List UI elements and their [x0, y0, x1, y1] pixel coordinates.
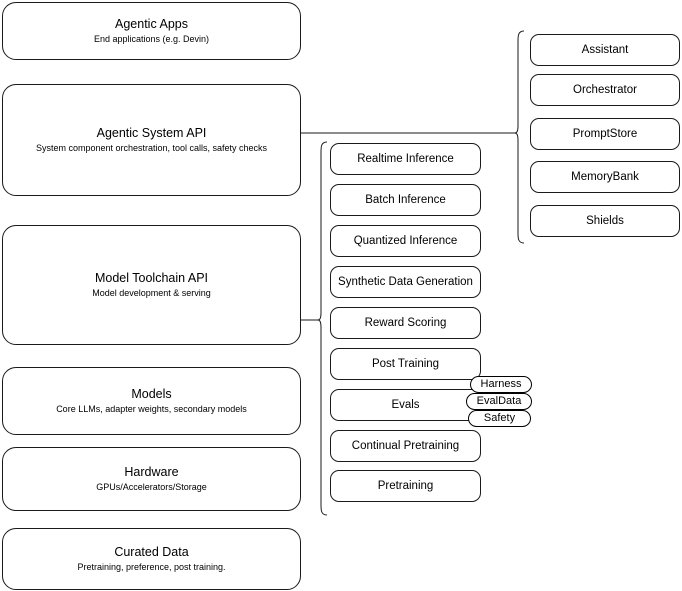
capability-label: Realtime Inference: [357, 153, 454, 165]
component-label: Shields: [586, 215, 624, 227]
layer-model-toolchain-api[interactable]: Model Toolchain API Model development & …: [2, 225, 301, 345]
layer-subtitle: System component orchestration, tool cal…: [35, 143, 268, 153]
capability-label: Evals: [391, 399, 420, 411]
capability-label: Continual Pretraining: [351, 440, 460, 452]
layer-title: Agentic System API: [96, 126, 207, 140]
capability-reward-scoring[interactable]: Reward Scoring: [330, 307, 481, 339]
layer-title: Curated Data: [114, 545, 189, 559]
component-label: MemoryBank: [571, 171, 639, 183]
layer-subtitle: End applications (e.g. Devin): [93, 34, 210, 44]
layer-title: Model Toolchain API: [94, 271, 209, 285]
layer-curated-data[interactable]: Curated Data Pretraining, preference, po…: [2, 528, 301, 590]
capability-label: Reward Scoring: [364, 317, 447, 329]
eval-badge-label: Harness: [480, 378, 522, 390]
eval-badge-label: EvalData: [476, 395, 522, 407]
capability-label: Pretraining: [377, 480, 434, 492]
layer-agentic-apps[interactable]: Agentic Apps End applications (e.g. Devi…: [2, 2, 301, 60]
layer-subtitle: Pretraining, preference, post training.: [77, 562, 226, 572]
capability-label: Synthetic Data Generation: [338, 276, 473, 288]
capability-label: Post Training: [371, 358, 440, 370]
eval-badge-harness[interactable]: Harness: [470, 376, 532, 393]
capability-evals[interactable]: Evals: [330, 389, 481, 421]
component-label: Orchestrator: [573, 84, 637, 96]
capability-label: Batch Inference: [365, 194, 446, 206]
capability-realtime-inference[interactable]: Realtime Inference: [330, 143, 481, 175]
component-promptstore[interactable]: PromptStore: [530, 118, 680, 150]
layer-models[interactable]: Models Core LLMs, adapter weights, secon…: [2, 367, 301, 435]
layer-title: Models: [131, 387, 172, 401]
component-assistant[interactable]: Assistant: [530, 34, 680, 66]
layer-title: Agentic Apps: [115, 17, 188, 31]
component-label: PromptStore: [572, 128, 638, 140]
component-memorybank[interactable]: MemoryBank: [530, 161, 680, 193]
layer-agentic-system-api[interactable]: Agentic System API System component orch…: [2, 84, 301, 196]
layer-subtitle: Model development & serving: [92, 288, 211, 298]
capability-batch-inference[interactable]: Batch Inference: [330, 184, 481, 216]
layer-subtitle: Core LLMs, adapter weights, secondary mo…: [56, 404, 247, 414]
capability-quantized-inference[interactable]: Quantized Inference: [330, 225, 481, 257]
capability-continual-pretraining[interactable]: Continual Pretraining: [330, 430, 481, 462]
eval-badge-safety[interactable]: Safety: [468, 410, 531, 427]
capability-pretraining[interactable]: Pretraining: [330, 470, 481, 502]
eval-badge-evaldata[interactable]: EvalData: [466, 393, 532, 410]
component-shields[interactable]: Shields: [530, 205, 680, 237]
component-label: Assistant: [581, 44, 629, 56]
capability-synthetic-data-generation[interactable]: Synthetic Data Generation: [330, 266, 481, 298]
layer-hardware[interactable]: Hardware GPUs/Accelerators/Storage: [2, 447, 301, 511]
capability-label: Quantized Inference: [353, 235, 458, 247]
component-orchestrator[interactable]: Orchestrator: [530, 74, 680, 106]
layer-subtitle: GPUs/Accelerators/Storage: [96, 482, 207, 492]
layer-title: Hardware: [124, 465, 179, 479]
eval-badge-label: Safety: [483, 412, 516, 424]
capability-post-training[interactable]: Post Training: [330, 348, 481, 380]
